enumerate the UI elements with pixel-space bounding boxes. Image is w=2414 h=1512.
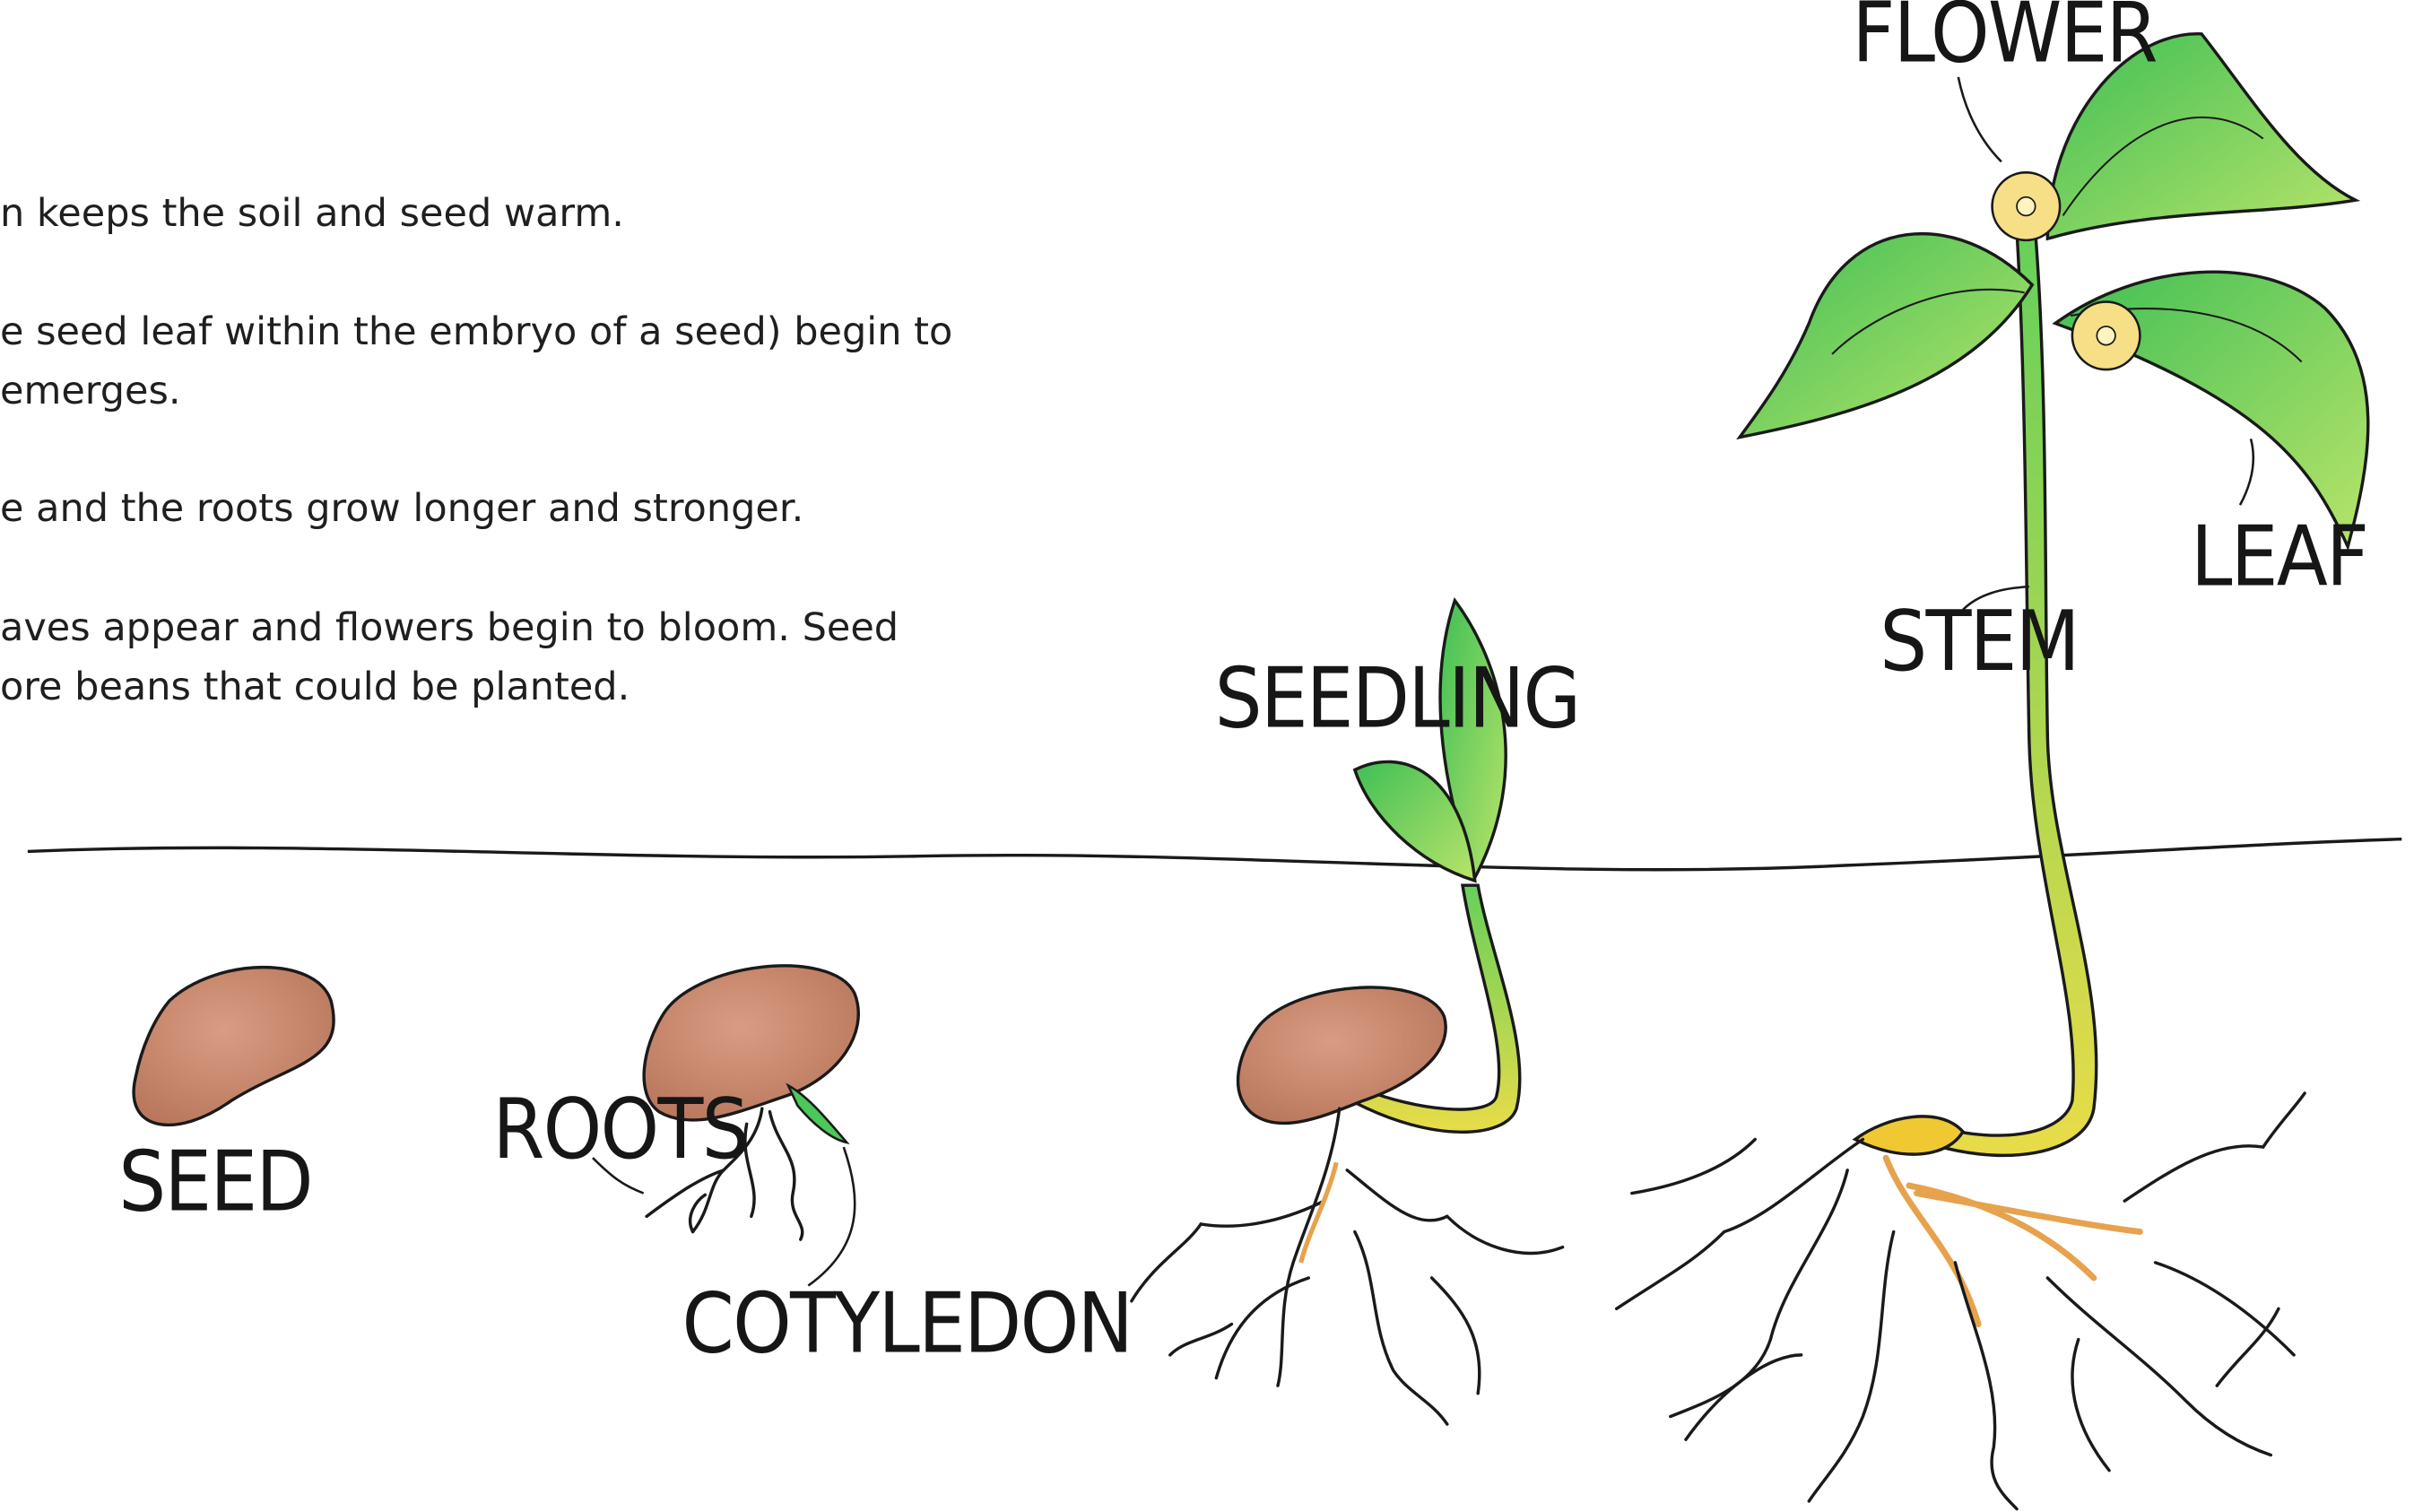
mature-orange-roots [1886, 1158, 2140, 1324]
stage-seed [134, 968, 334, 1125]
label-flower: FLOWER [1852, 0, 2157, 82]
flower-upper [1993, 172, 2061, 240]
label-seed: SEED [118, 1133, 312, 1230]
stage-mature-plant [1617, 34, 2368, 1509]
mature-roots [1617, 1093, 2305, 1509]
seed-bean [134, 968, 334, 1125]
mature-base [1855, 1117, 1963, 1154]
leaf-pointer [2240, 439, 2253, 505]
label-stem: STEM [1880, 593, 2079, 690]
label-cotyledon: COTYLEDON [682, 1274, 1133, 1371]
seedling-roots [1132, 1108, 1563, 1424]
cotyledon-sprout [788, 1085, 847, 1143]
cotyledon-pointer [808, 1147, 855, 1286]
mature-leaf-left [1740, 234, 2032, 438]
label-roots: ROOTS [492, 1081, 747, 1177]
flower-lower [2072, 302, 2140, 370]
label-leaf: LEAF [2191, 508, 2367, 604]
seedling-orange-root [1301, 1162, 1336, 1263]
flower-pointer [1958, 77, 2002, 161]
label-seedling: SEEDLING [1215, 649, 1580, 746]
seedling-bean [1238, 987, 1446, 1124]
